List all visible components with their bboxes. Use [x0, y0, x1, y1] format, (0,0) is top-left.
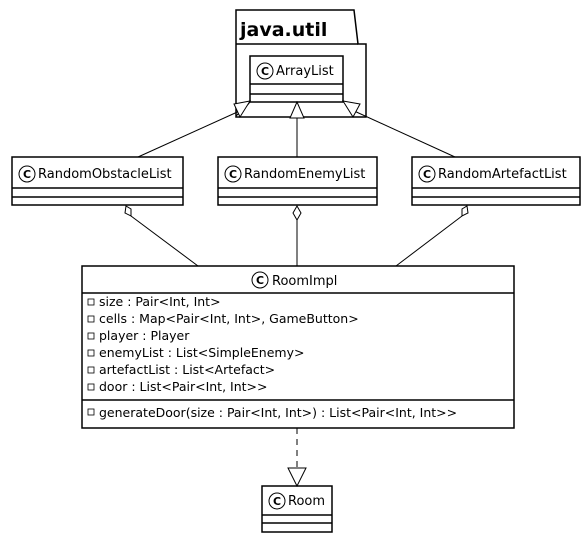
- svg-text:C: C: [423, 168, 431, 181]
- inheritance-arrowhead-icon: [341, 100, 361, 118]
- inheritance-edge-enemy: [289, 100, 305, 157]
- method-row: generateDoor(size : Pair<Int, Int>) : Li…: [87, 405, 457, 420]
- svg-text:C: C: [23, 168, 31, 181]
- svg-text:C: C: [273, 495, 281, 508]
- class-name-random-obstacle-list: RandomObstacleList: [38, 167, 172, 182]
- svg-text:C: C: [256, 274, 264, 287]
- class-stereotype-icon: C: [224, 165, 242, 183]
- inheritance-edge-artefact: [341, 100, 456, 158]
- private-visibility-icon: [87, 315, 95, 323]
- field-row: size : Pair<Int, Int>: [87, 294, 221, 309]
- method-text: generateDoor(size : Pair<Int, Int>) : Li…: [99, 405, 457, 420]
- class-stereotype-icon: C: [256, 62, 274, 80]
- class-stereotype-icon: C: [418, 165, 436, 183]
- class-stereotype-icon: C: [251, 271, 269, 289]
- aggregation-edge-obstacle: [124, 205, 199, 267]
- inheritance-edge-obstacle: [137, 100, 252, 158]
- class-random-artefact-list: C RandomArtefactList: [411, 156, 581, 206]
- class-stereotype-icon: C: [18, 165, 36, 183]
- field-list: size : Pair<Int, Int> cells : Map<Pair<I…: [87, 294, 359, 394]
- private-visibility-icon: [87, 383, 95, 391]
- package-title: java.util: [239, 19, 327, 41]
- field-row: door : List<Pair<Int, Int>>: [87, 379, 268, 394]
- class-stereotype-icon: C: [268, 492, 286, 510]
- aggregation-diamond-icon: [124, 205, 132, 217]
- field-row: player : Player: [87, 328, 190, 343]
- class-arraylist: C ArrayList: [249, 55, 344, 103]
- field-text: door : List<Pair<Int, Int>>: [99, 379, 268, 394]
- class-name-room: Room: [288, 494, 325, 509]
- field-row: artefactList : List<Artefact>: [87, 362, 275, 377]
- field-row: cells : Map<Pair<Int, Int>, GameButton>: [87, 311, 359, 326]
- class-random-enemy-list: C RandomEnemyList: [217, 156, 378, 206]
- private-visibility-icon: [87, 408, 95, 416]
- class-name-room-impl: RoomImpl: [272, 274, 337, 289]
- field-row: enemyList : List<SimpleEnemy>: [87, 345, 304, 360]
- svg-text:C: C: [261, 65, 269, 78]
- private-visibility-icon: [87, 332, 95, 340]
- class-random-obstacle-list: C RandomObstacleList: [11, 156, 184, 206]
- aggregation-edge-artefact: [395, 205, 469, 267]
- svg-text:C: C: [229, 168, 237, 181]
- private-visibility-icon: [87, 298, 95, 306]
- aggregation-diamond-icon: [461, 205, 469, 217]
- class-room: C Room: [261, 485, 333, 533]
- realization-arrowhead-icon: [287, 467, 307, 488]
- realization-edge: [287, 428, 307, 488]
- class-room-impl: C RoomImpl size : Pair<Int, Int> cells :…: [81, 265, 515, 429]
- field-text: size : Pair<Int, Int>: [99, 294, 221, 309]
- aggregation-edge-enemy: [292, 204, 302, 266]
- class-name-random-enemy-list: RandomEnemyList: [244, 167, 365, 182]
- private-visibility-icon: [87, 366, 95, 374]
- method-list: generateDoor(size : Pair<Int, Int>) : Li…: [87, 405, 457, 420]
- field-text: cells : Map<Pair<Int, Int>, GameButton>: [99, 311, 359, 326]
- aggregation-diamond-icon: [292, 204, 302, 222]
- field-text: artefactList : List<Artefact>: [99, 362, 275, 377]
- class-name-arraylist: ArrayList: [276, 64, 334, 79]
- class-name-random-artefact-list: RandomArtefactList: [438, 167, 567, 182]
- private-visibility-icon: [87, 349, 95, 357]
- field-text: enemyList : List<SimpleEnemy>: [99, 345, 304, 360]
- inheritance-arrowhead-icon: [289, 100, 305, 119]
- field-text: player : Player: [99, 328, 190, 343]
